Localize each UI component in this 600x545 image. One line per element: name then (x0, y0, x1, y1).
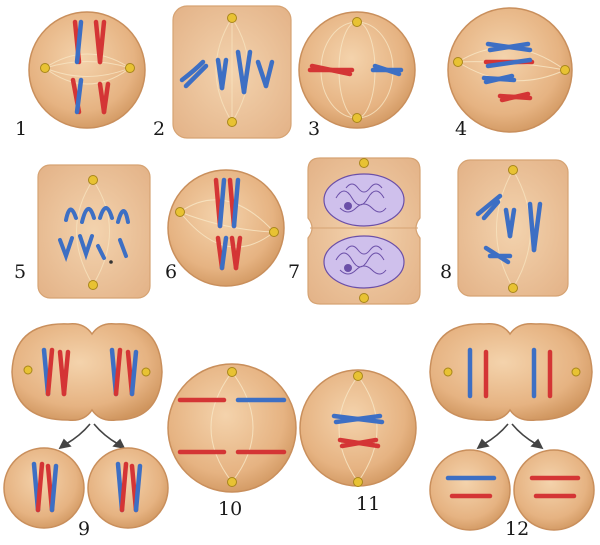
arrow (476, 423, 544, 450)
chromosome (115, 461, 143, 513)
panel-label: 1 (15, 118, 27, 140)
panel-label: 12 (505, 518, 529, 540)
centrosome (88, 280, 98, 290)
centrosome (227, 477, 237, 487)
chromosome (177, 397, 287, 455)
cell (513, 449, 595, 531)
centrosome (23, 365, 33, 375)
panel-3: 3 (298, 11, 416, 140)
centrosome (269, 227, 279, 237)
chromosome (31, 461, 59, 513)
chromosome (331, 413, 385, 449)
panel-8: 8 (440, 159, 569, 297)
spindle-fibers (44, 53, 131, 85)
nucleus (323, 235, 405, 289)
chromosome (70, 19, 111, 115)
chromosome (475, 193, 543, 265)
cell (299, 369, 417, 487)
chromosome (467, 347, 553, 399)
centrosome (571, 367, 581, 377)
cell (11, 322, 163, 422)
panel-label: 3 (308, 118, 320, 140)
centrosome (508, 165, 518, 175)
panel-2: 2 (153, 5, 292, 140)
panel-12: 12 (429, 322, 595, 540)
cell (167, 169, 285, 287)
panel-4: 4 (447, 7, 573, 140)
arrow (58, 423, 126, 450)
panel-label: 9 (78, 518, 90, 540)
centrosome (443, 367, 453, 377)
centrosome (453, 57, 463, 67)
cell (429, 322, 593, 422)
chromosome (445, 475, 497, 499)
chromosome (529, 475, 581, 499)
cell (87, 447, 169, 529)
nucleus (323, 173, 405, 227)
panel-1: 1 (15, 11, 146, 140)
centrosome (88, 175, 98, 185)
centrosome (40, 63, 135, 73)
panel-label: 2 (153, 118, 165, 140)
panel-label: 11 (356, 493, 380, 515)
centrosome (353, 477, 363, 487)
panel-7: 7 (288, 157, 421, 305)
panel-label: 5 (14, 261, 26, 283)
cell (429, 449, 511, 531)
chromosome (213, 177, 243, 271)
chromosome (481, 41, 535, 103)
centrosome (560, 65, 570, 75)
cell (28, 11, 146, 129)
centrosome (227, 117, 237, 127)
panel-label: 7 (288, 261, 300, 283)
panel-10: 10 (167, 363, 297, 520)
panel-11: 11 (299, 369, 417, 515)
centrosome (141, 367, 151, 377)
panel-label: 4 (455, 118, 467, 140)
panel-6: 6 (165, 169, 285, 287)
cell (37, 164, 151, 299)
panel-label: 8 (440, 261, 452, 283)
centrosome (175, 207, 185, 217)
panel-9: 9 (3, 322, 169, 540)
centrosome (508, 283, 518, 293)
cell (447, 7, 573, 133)
centrosome (227, 367, 237, 377)
chromosome (58, 206, 130, 262)
panel-label: 6 (165, 261, 177, 283)
chromosome (41, 347, 139, 397)
centrosome (352, 113, 362, 123)
chromosome (307, 63, 404, 77)
panel-label: 10 (218, 498, 242, 520)
centrosome (359, 158, 369, 168)
centrosome (352, 17, 362, 27)
cell (3, 447, 85, 529)
chromosome (179, 49, 275, 95)
centrosome (359, 293, 369, 303)
cell (167, 363, 297, 493)
centrosome (227, 13, 237, 23)
centrosome (353, 371, 363, 381)
panel-5: 5 (14, 164, 151, 299)
